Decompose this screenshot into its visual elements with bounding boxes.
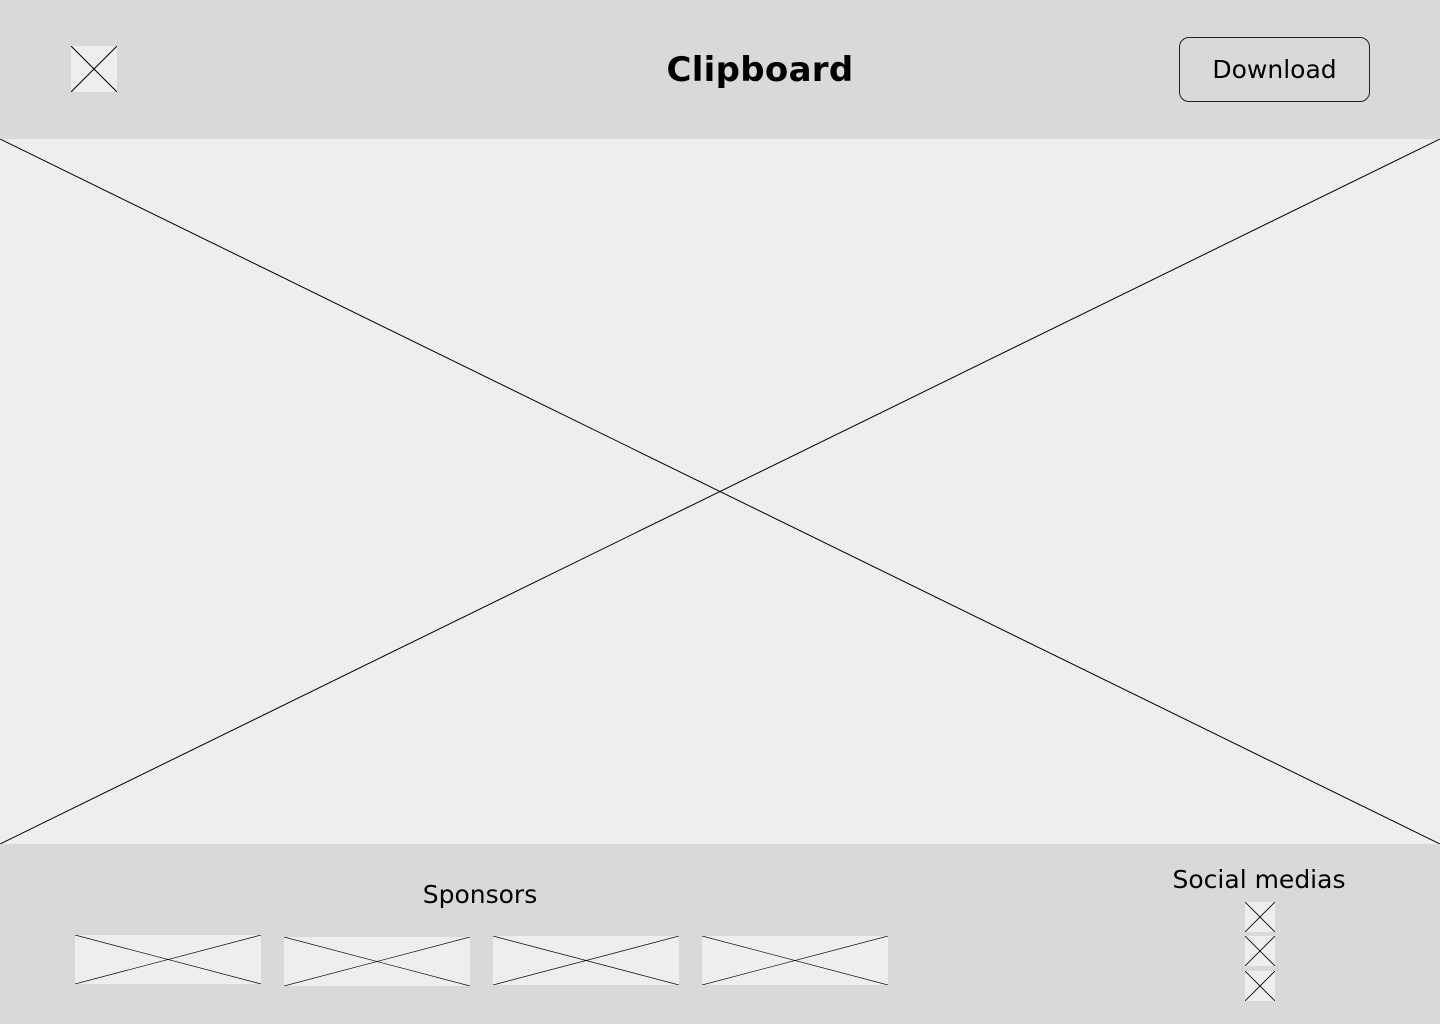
sponsor-logo-placeholder-icon[interactable] — [702, 936, 888, 985]
header — [0, 0, 1440, 139]
download-button[interactable]: Download — [1179, 37, 1370, 102]
hero-image-placeholder-icon — [0, 139, 1440, 844]
social-media-placeholder-icon[interactable] — [1245, 936, 1275, 966]
social-media-placeholder-icon[interactable] — [1245, 971, 1275, 1001]
sponsor-logo-placeholder-icon[interactable] — [75, 935, 261, 984]
social-media-placeholder-icon[interactable] — [1245, 902, 1275, 932]
sponsor-logo-placeholder-icon[interactable] — [493, 936, 679, 985]
sponsor-logo-placeholder-icon[interactable] — [284, 937, 470, 986]
footer — [0, 844, 1440, 1024]
social-medias-heading: Social medias — [1172, 865, 1346, 894]
logo-placeholder-icon[interactable] — [71, 46, 117, 92]
sponsors-heading: Sponsors — [422, 880, 538, 909]
page-title: Clipboard — [666, 50, 854, 90]
